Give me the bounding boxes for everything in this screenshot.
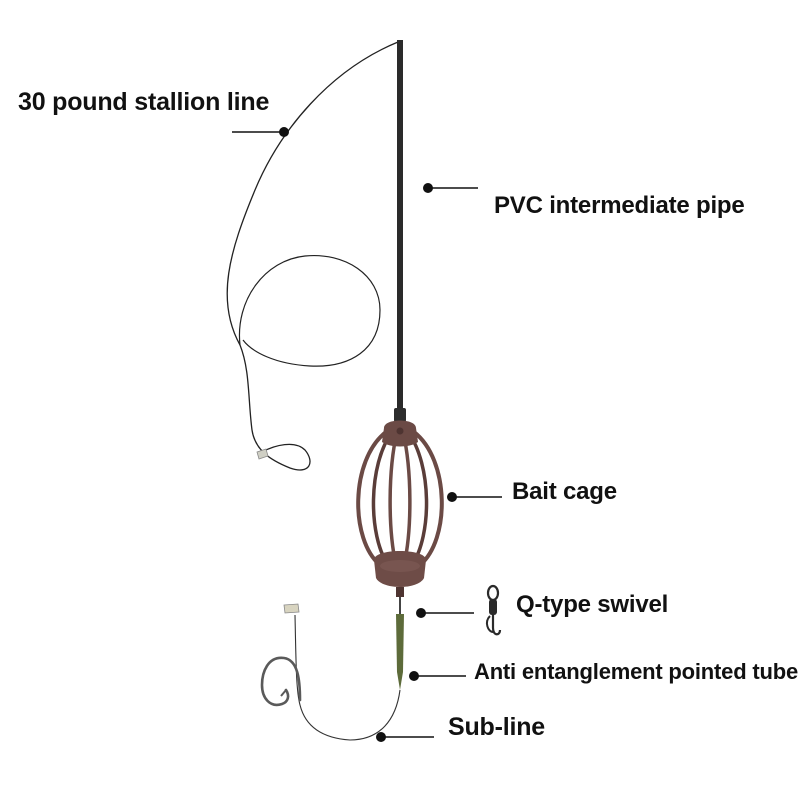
line-end-tag [256, 448, 269, 460]
label-sub-line: Sub-line [448, 713, 546, 741]
callout-stallion-line [232, 127, 289, 137]
pvc-pipe-collar [394, 408, 406, 422]
label-swivel: Q-type swivel [516, 591, 669, 618]
hook [260, 656, 302, 707]
stallion-line [226, 41, 399, 471]
stallion-line-loop [238, 254, 381, 367]
callout-sub-line [376, 732, 434, 742]
anti-tangle-tube [396, 614, 404, 690]
callout-pvc-pipe [423, 183, 478, 193]
label-stallion-line: 30 pound stallion line [18, 88, 270, 116]
bait-cage [356, 420, 444, 597]
hair-rig-tag [283, 603, 300, 614]
callout-bait-cage [447, 492, 502, 502]
label-bait-cage: Bait cage [512, 478, 617, 505]
q-type-swivel-icon [485, 584, 502, 636]
hook-barb [280, 689, 287, 697]
callout-swivel [416, 608, 474, 618]
pvc-pipe [397, 40, 403, 412]
callout-tube [409, 671, 466, 681]
label-tube: Anti entanglement pointed tube [474, 659, 798, 684]
sub-line [294, 614, 401, 741]
label-pvc-pipe: PVC intermediate pipe [494, 192, 745, 219]
